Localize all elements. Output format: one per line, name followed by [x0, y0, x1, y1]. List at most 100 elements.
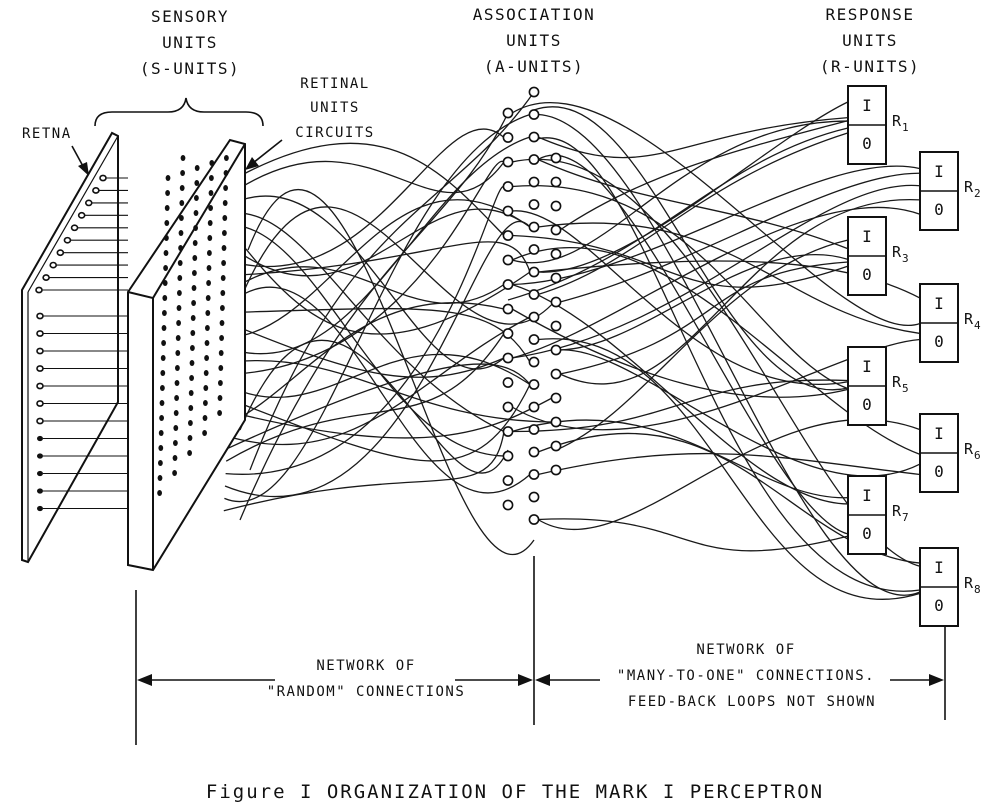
circuit-cell [202, 430, 208, 436]
circuit-cell [180, 155, 186, 161]
association-unit [550, 272, 562, 284]
response-unit-index: 6 [974, 449, 981, 462]
association-unit [528, 379, 540, 390]
association-unit [502, 230, 514, 241]
response-line-1: RESPONSE [825, 5, 914, 24]
retinal-line-3: CIRCUITS [295, 125, 374, 141]
circuit-cell [192, 240, 198, 246]
retina-cell [42, 274, 50, 281]
association-unit [550, 392, 562, 404]
circuit-cell [165, 175, 171, 181]
many-to-one-network-label: NETWORK OF "MANY-TO-ONE" CONNECTIONS. FE… [617, 642, 875, 710]
association-unit [502, 377, 514, 388]
association-unit [502, 328, 514, 339]
response-unit-top: I [934, 162, 944, 181]
many-to-one-connection [511, 165, 921, 286]
association-unit [502, 181, 514, 192]
response-units-label: RESPONSE UNITS (R-UNITS) [820, 5, 919, 76]
response-unit-bottom: 0 [934, 596, 944, 615]
many-to-one-connection [559, 253, 849, 351]
circuit-cell [205, 325, 210, 331]
response-unit-top: I [862, 357, 872, 376]
response-unit-top: I [934, 424, 944, 443]
association-unit [528, 491, 540, 503]
arrowhead-3 [535, 674, 550, 686]
circuit-cell [160, 370, 166, 376]
association-unit [502, 205, 514, 217]
random-connection [232, 324, 505, 378]
association-unit [528, 311, 540, 323]
association-unit [502, 450, 514, 462]
circuit-cell [191, 300, 197, 306]
random-connection [230, 160, 505, 376]
circuit-cell [207, 250, 212, 256]
association-unit [550, 200, 562, 212]
association-unit [528, 154, 540, 165]
retinal-line-1: RETINAL [300, 76, 370, 92]
circuit-cell [159, 415, 165, 421]
connection-wires [223, 91, 921, 600]
circuit-cell [174, 380, 180, 386]
association-unit [550, 248, 562, 260]
circuit-cell [175, 365, 180, 371]
retina-cell [35, 286, 43, 294]
circuit-cell [163, 250, 169, 256]
many-to-one-connection [555, 239, 849, 451]
circuit-cell [157, 475, 163, 481]
arrowhead-2 [518, 674, 533, 686]
circuit-cell [208, 190, 214, 196]
circuit-cell [164, 235, 169, 241]
retina-cell [36, 400, 44, 407]
retina-board [21, 131, 119, 564]
circuit-cell [173, 425, 179, 431]
random-connection [228, 384, 531, 462]
retna-label: RETNA [22, 126, 72, 142]
random-connection [249, 91, 535, 471]
random-connection [235, 241, 531, 276]
retina-cell [99, 174, 107, 182]
random-connection [239, 206, 557, 325]
random-connection [224, 220, 531, 497]
circuit-cell [221, 260, 227, 266]
response-unit-index: 3 [902, 252, 909, 265]
many-to-one-connection [537, 518, 849, 552]
many-to-one-connection [537, 116, 849, 159]
response-unit-label: R [964, 574, 974, 592]
response-unit-top: I [862, 227, 872, 246]
response-unit-label: R [892, 373, 902, 391]
many-line-1: NETWORK OF [696, 642, 795, 658]
association-unit [550, 464, 562, 476]
response-unit-index: 1 [902, 121, 909, 134]
circuit-cell [208, 205, 214, 211]
circuit-cell [222, 200, 228, 206]
circuit-cell [222, 230, 227, 236]
association-unit [502, 156, 514, 168]
many-to-one-connection [537, 113, 921, 596]
association-line-1: ASSOCIATION [473, 5, 595, 24]
circuit-cell [162, 280, 168, 286]
retina-cell [37, 488, 43, 494]
random-line-1: NETWORK OF [316, 658, 415, 674]
response-unit-bottom: 0 [934, 200, 944, 219]
random-connection [239, 112, 509, 521]
response-unit-index: 7 [902, 511, 909, 524]
circuit-cell [207, 235, 213, 241]
circuit-cell [158, 430, 164, 436]
circuit-cell [160, 355, 166, 361]
association-unit [528, 401, 540, 413]
circuit-cell [220, 275, 226, 281]
random-connection [247, 189, 535, 556]
association-unit [550, 344, 562, 356]
circuit-cell [188, 405, 194, 411]
circuit-cell [161, 325, 167, 331]
circuit-cell [203, 385, 209, 391]
circuit-cell [218, 350, 224, 356]
circuit-cell [202, 415, 208, 421]
association-unit [502, 303, 514, 315]
association-line-2: UNITS [506, 31, 562, 50]
circuit-cell [194, 165, 200, 171]
